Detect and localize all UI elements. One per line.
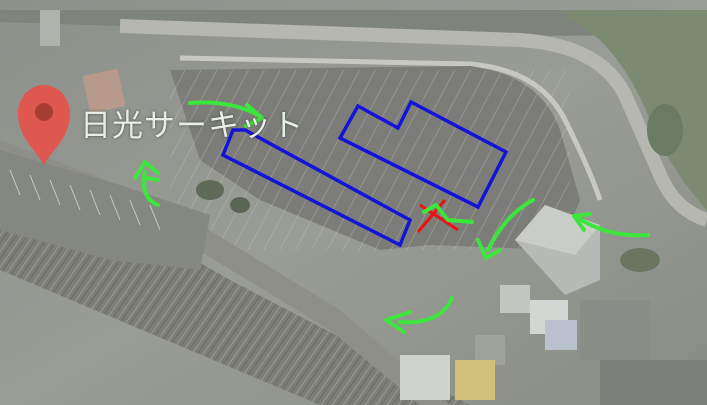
lot-area <box>600 360 707 405</box>
tower-structure <box>40 10 60 46</box>
lot-area <box>580 300 650 360</box>
small-building-blue <box>545 320 577 350</box>
direction-arrow-icon <box>384 296 454 334</box>
left-parking-lot <box>0 150 210 270</box>
direction-arrow-icon <box>476 198 535 260</box>
left-parking-lines <box>9 169 161 231</box>
direction-arrow-icon <box>422 203 474 224</box>
top-field <box>0 10 707 40</box>
direction-arrow-icon <box>133 160 160 207</box>
green-area <box>560 10 707 210</box>
building-yellow <box>455 360 495 400</box>
direction-arrow-icon <box>188 100 264 128</box>
building-red-roof <box>82 68 126 114</box>
place-label[interactable]: 日光サーキット <box>80 108 304 144</box>
tree-cluster <box>230 197 250 213</box>
parking-area-outline <box>220 128 413 248</box>
direction-arrow-icon <box>572 212 650 238</box>
circuit-track <box>119 19 707 227</box>
map-pin-icon[interactable] <box>18 85 70 165</box>
building-white <box>400 355 450 400</box>
small-building <box>500 285 530 313</box>
parking-area-outline <box>337 99 509 210</box>
tree-cluster <box>620 248 660 272</box>
tree-cluster <box>196 180 224 200</box>
tree-cluster <box>647 104 683 156</box>
